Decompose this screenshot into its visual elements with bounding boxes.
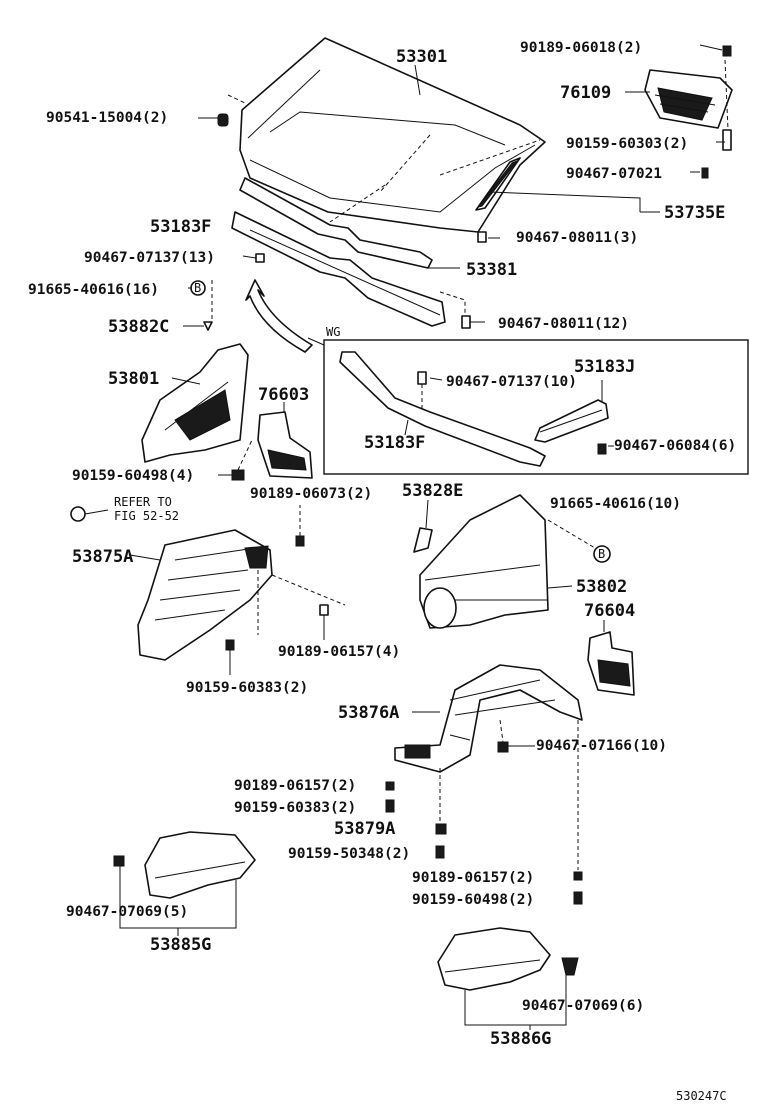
- label-76603: 76603: [258, 385, 309, 405]
- label-90189-06018: 90189-06018(2): [520, 40, 642, 56]
- fender-apron: [141, 343, 249, 463]
- label-90467-07069-5: 90467-07069(5): [66, 904, 188, 920]
- label-fig: FIG 52-52: [114, 509, 179, 523]
- bracket-53828E: [413, 499, 433, 553]
- label-53876A: 53876A: [338, 703, 399, 723]
- hood-center-dash: [329, 134, 541, 223]
- air-scoop: [644, 69, 733, 129]
- label-53735E: 53735E: [664, 203, 725, 223]
- label-b-marker-2: B: [598, 547, 605, 561]
- label-53801: 53801: [108, 369, 159, 389]
- label-90189-06157-4: 90189-06157(4): [278, 644, 400, 660]
- label-90467-07137-13: 90467-07137(13): [84, 250, 215, 266]
- box-lock-support: [339, 351, 546, 467]
- label-90467-07166: 90467-07166(10): [536, 738, 667, 754]
- label-53802: 53802: [576, 577, 627, 597]
- label-53885G: 53885G: [150, 935, 211, 955]
- label-refer-to: REFER TO: [114, 495, 172, 509]
- splash-shield-left: [113, 831, 256, 936]
- box-bracket-53183J: [534, 399, 609, 443]
- wg-box: [307, 337, 749, 475]
- mudguard-rear: [587, 620, 635, 696]
- label-53828E: 53828E: [402, 481, 463, 501]
- fender-liner-right: [394, 664, 583, 773]
- mudguard-front: [257, 402, 313, 479]
- label-53875A: 53875A: [72, 547, 133, 567]
- label-90541-15004: 90541-15004(2): [46, 110, 168, 126]
- label-91665-40616-16: 91665-40616(16): [28, 282, 159, 298]
- label-b-marker-1: B: [194, 281, 201, 295]
- fender-liner-left: [137, 529, 273, 661]
- liner-right-fasteners: [385, 711, 583, 905]
- label-90159-60303: 90159-60303(2): [566, 136, 688, 152]
- liner-left-fasteners: [129, 554, 346, 675]
- label-90189-06157-2b: 90189-06157(2): [412, 870, 534, 886]
- lock-support: [231, 211, 446, 327]
- label-90159-60498-4: 90159-60498(4): [72, 468, 194, 484]
- label-wg: WG: [326, 325, 340, 339]
- label-76604: 76604: [584, 601, 635, 621]
- label-90189-06073: 90189-06073(2): [250, 486, 372, 502]
- label-90159-60383-2a: 90159-60383(2): [186, 680, 308, 696]
- label-53882C: 53882C: [108, 317, 169, 337]
- label-90467-08011-12: 90467-08011(12): [498, 316, 629, 332]
- label-90467-08011-3: 90467-08011(3): [516, 230, 638, 246]
- label-90189-06157-2a: 90189-06157(2): [234, 778, 356, 794]
- diagram-id: 530247C: [676, 1089, 727, 1103]
- box-fasteners: [404, 371, 614, 455]
- label-76109: 76109: [560, 83, 611, 103]
- label-53879A: 53879A: [334, 819, 395, 839]
- label-91665-40616-10: 91665-40616(10): [550, 496, 681, 512]
- label-90159-50348: 90159-50348(2): [288, 846, 410, 862]
- label-90467-07021: 90467-07021: [566, 166, 662, 182]
- fastener-group-top: [190, 45, 732, 331]
- label-53886G: 53886G: [490, 1029, 551, 1049]
- label-90159-60383-2b: 90159-60383(2): [234, 800, 356, 816]
- splash-shield-right: [437, 927, 579, 1030]
- label-90159-60498-2: 90159-60498(2): [412, 892, 534, 908]
- direction-arrow: [245, 279, 313, 353]
- label-53301: 53301: [396, 47, 447, 67]
- screws-left: [70, 439, 305, 547]
- front-fender: [419, 494, 596, 629]
- labels: 53301 90189-06018(2) 76109 90541-15004(2…: [28, 40, 736, 1103]
- label-53183F-box: 53183F: [364, 433, 425, 453]
- b-marker-right: [593, 545, 611, 563]
- label-53183F-top: 53183F: [150, 217, 211, 237]
- leader-lines-top: [183, 44, 729, 327]
- label-90467-07137-10: 90467-07137(10): [446, 374, 577, 390]
- leader-53801: [171, 377, 201, 385]
- label-90467-06084: 90467-06084(6): [614, 438, 736, 454]
- label-90467-07069-6: 90467-07069(6): [522, 998, 644, 1014]
- hood-support-rail: [239, 177, 433, 269]
- label-53381: 53381: [466, 260, 517, 280]
- hood-lock-bracket: [475, 157, 521, 211]
- label-53183J: 53183J: [574, 357, 635, 377]
